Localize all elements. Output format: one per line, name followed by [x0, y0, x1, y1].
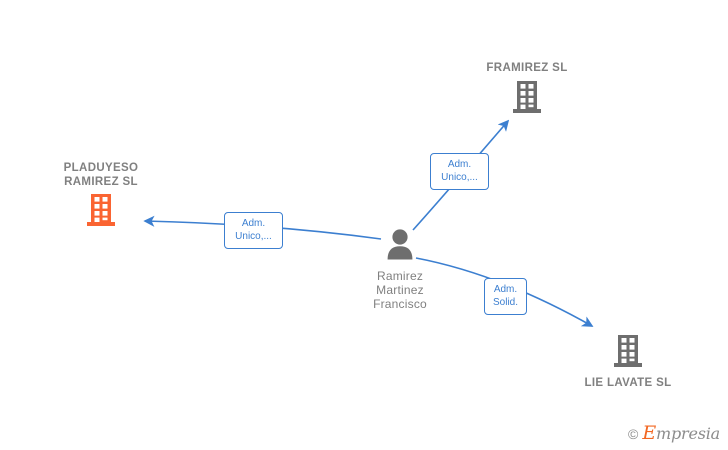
building-icon — [614, 335, 642, 373]
edge-label-person-pladuyeso[interactable]: Adm. Unico,... — [224, 212, 283, 249]
node-pladuyeso[interactable]: PLADUYESO RAMIREZ SL — [21, 162, 181, 232]
edge-label-person-lielavate[interactable]: Adm. Solid. — [484, 278, 527, 315]
empresia-logo-rest: mpresia — [656, 424, 720, 443]
copyright-icon: © — [628, 425, 639, 442]
node-framirez-label: FRAMIREZ SL — [486, 62, 568, 74]
node-framirez[interactable]: FRAMIREZ SL — [447, 62, 607, 119]
building-icon — [87, 194, 115, 232]
node-person-label: Ramirez Martinez Francisco — [373, 269, 427, 311]
person-icon — [385, 228, 415, 265]
edge-label-person-framirez[interactable]: Adm. Unico,... — [430, 153, 489, 190]
node-lielavate-label: LIE LAVATE SL — [584, 377, 672, 389]
empresia-watermark: © Empresia — [628, 422, 720, 444]
node-lielavate[interactable]: LIE LAVATE SL — [548, 335, 708, 391]
empresia-logo: Empresia — [642, 422, 720, 444]
building-icon — [513, 80, 541, 119]
empresia-logo-initial: E — [642, 422, 656, 444]
node-pladuyeso-label: PLADUYESO RAMIREZ SL — [63, 162, 139, 188]
node-person-ramirez-martinez-francisco[interactable]: Ramirez Martinez Francisco — [320, 228, 480, 311]
